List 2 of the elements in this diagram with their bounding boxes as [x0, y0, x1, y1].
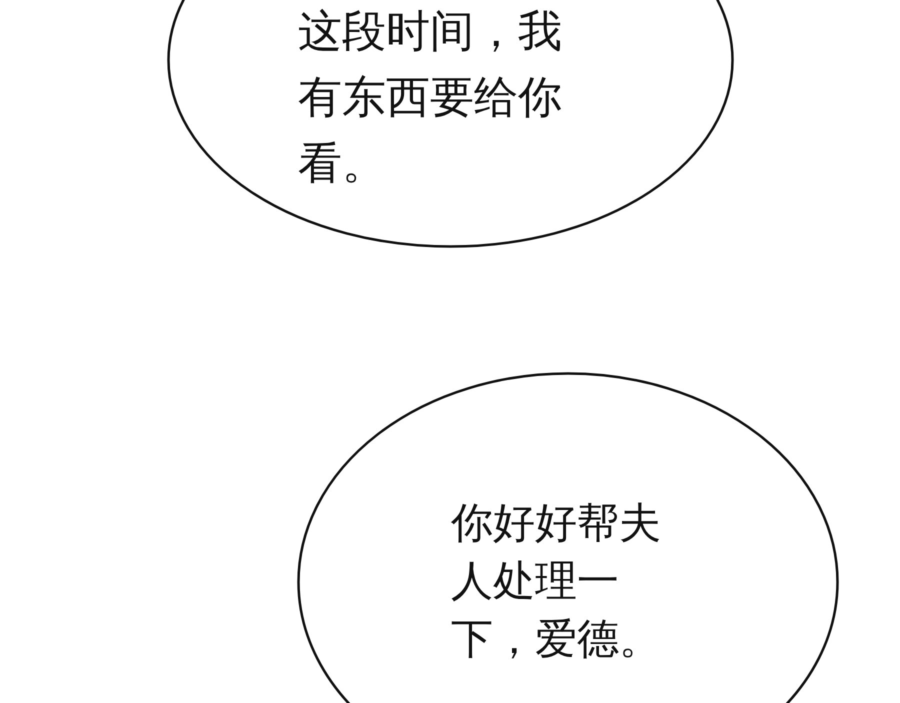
dialogue-text: 你好好帮夫人处理一下，爱德。 [451, 497, 662, 665]
dialogue-text: 这段时间，我有东西要给你看。 [298, 5, 563, 191]
